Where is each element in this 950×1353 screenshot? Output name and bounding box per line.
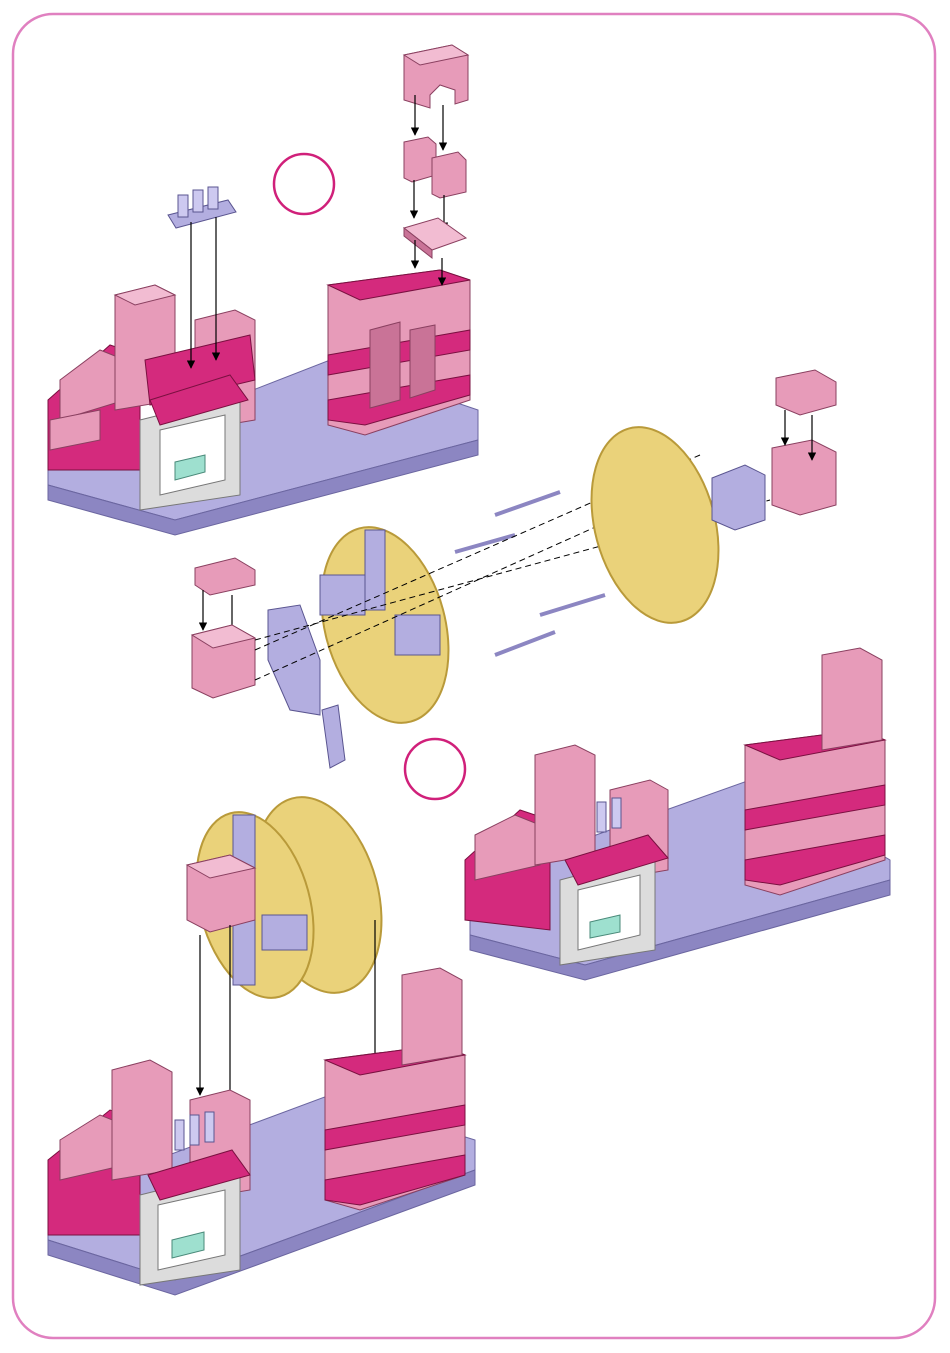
wheel-subassembly-assembled: [177, 783, 402, 1011]
pink-plate: [404, 218, 466, 258]
step-marker-circle: [274, 154, 334, 214]
castle-assembly-bottom: [48, 968, 475, 1295]
lavender-turret-plate: [168, 187, 236, 228]
pink-brick-2x2: [404, 137, 466, 198]
castle-assembly-middle: [465, 648, 890, 980]
castle-assembly-top: [48, 270, 478, 535]
step-marker-circle: [405, 739, 465, 799]
pink-arch: [404, 45, 468, 108]
